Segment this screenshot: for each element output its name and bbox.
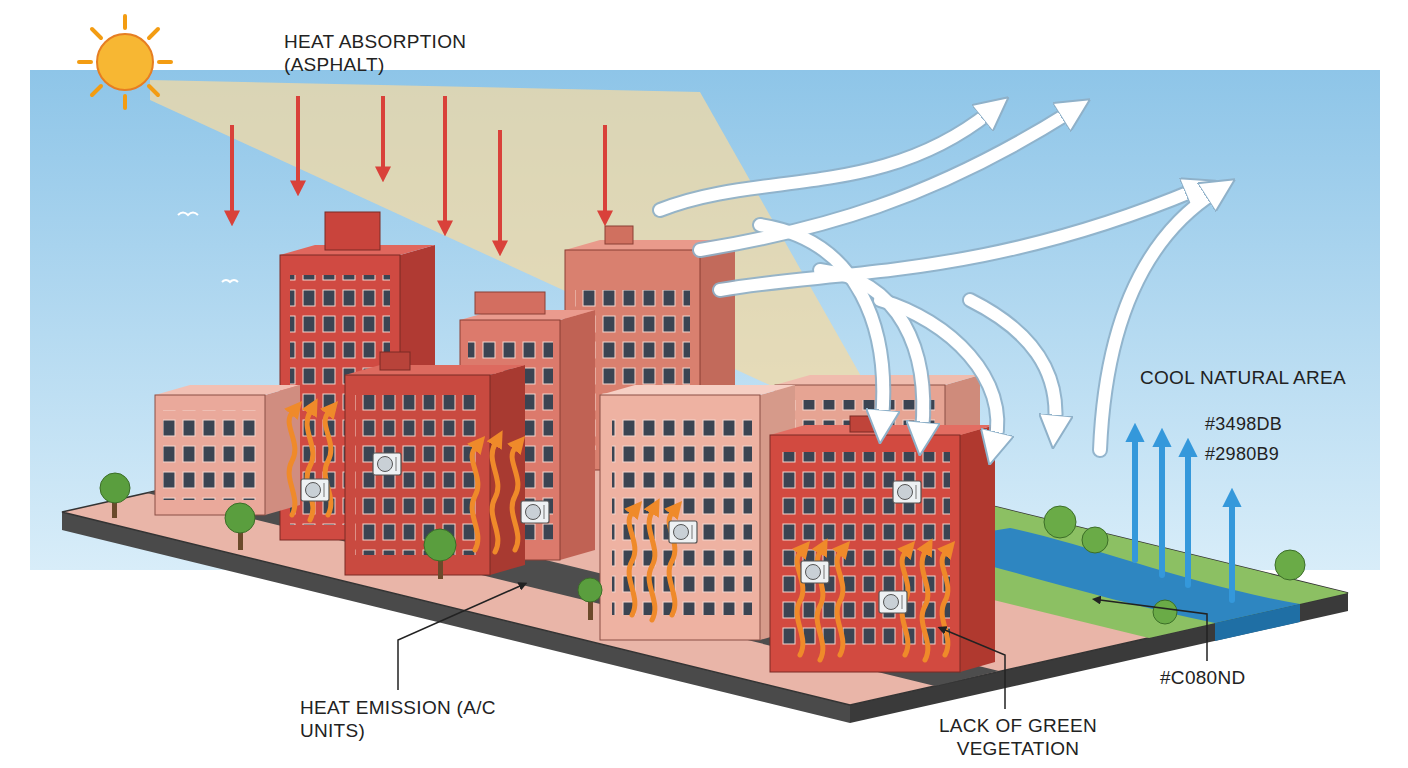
heat-wave bbox=[307, 412, 313, 520]
heat-arrow bbox=[603, 125, 607, 212]
leader-line bbox=[1100, 600, 1207, 661]
building-roof bbox=[600, 385, 795, 395]
ac-unit bbox=[893, 481, 921, 503]
bird bbox=[222, 280, 238, 282]
tree-crown bbox=[578, 578, 602, 602]
airflow-arrow bbox=[660, 112, 990, 210]
ac-unit bbox=[373, 453, 401, 475]
building bbox=[155, 395, 265, 515]
callout-label: #C080ND bbox=[1160, 666, 1246, 689]
leader-line bbox=[945, 630, 1005, 709]
rooftop-box bbox=[380, 352, 410, 370]
windows bbox=[163, 410, 258, 500]
sun-ray bbox=[149, 86, 158, 95]
airflow-outline bbox=[1100, 192, 1215, 450]
heat-wave bbox=[629, 513, 635, 615]
heat-arrow bbox=[230, 125, 234, 212]
cool-arrow bbox=[1229, 505, 1235, 600]
building-side bbox=[265, 385, 300, 515]
airflow-outline bbox=[660, 112, 990, 210]
sun-ray bbox=[92, 86, 101, 95]
tree bbox=[100, 473, 130, 518]
cool-arrow bbox=[1159, 445, 1165, 575]
rooftop-box bbox=[475, 292, 545, 314]
ac-unit bbox=[879, 591, 907, 613]
tree bbox=[578, 578, 602, 620]
sun-ray bbox=[159, 60, 171, 64]
tree bbox=[225, 503, 255, 550]
callout-label: #3498DB bbox=[1205, 414, 1282, 436]
bush bbox=[1275, 550, 1305, 580]
ground bbox=[62, 400, 1348, 705]
callout-label: LACK OF GREEN VEGETATION bbox=[918, 714, 1118, 760]
cool-arrow bbox=[1132, 440, 1138, 560]
callout-label: COOL NATURAL AREA bbox=[1140, 366, 1346, 389]
tree-crown bbox=[424, 529, 456, 561]
bush bbox=[1044, 506, 1076, 538]
heat-wave bbox=[492, 444, 498, 552]
bush bbox=[1082, 527, 1108, 553]
heat-wave bbox=[942, 553, 948, 655]
heat-arrow bbox=[443, 96, 447, 222]
sun-ray bbox=[149, 29, 158, 38]
airflow-arrow bbox=[1100, 192, 1215, 450]
cool-arrow bbox=[1185, 455, 1191, 585]
tree-crown bbox=[225, 503, 255, 533]
building bbox=[345, 375, 490, 575]
heat-wave bbox=[512, 448, 518, 550]
callout-label: HEAT EMISSION (A/C UNITS) bbox=[300, 696, 500, 742]
ac-unit bbox=[801, 561, 829, 583]
airflow-arrow bbox=[820, 270, 923, 432]
windows bbox=[355, 395, 480, 555]
building-side bbox=[960, 425, 995, 672]
ac-unit bbox=[301, 479, 329, 501]
airflow-outline bbox=[970, 300, 1056, 425]
airflow-outline bbox=[820, 270, 923, 432]
sun-ray bbox=[123, 96, 127, 108]
tree-crown bbox=[100, 473, 130, 503]
heat-arrow bbox=[381, 96, 385, 168]
building-roof bbox=[345, 365, 525, 375]
ac-unit bbox=[669, 521, 697, 543]
sun-ray bbox=[123, 16, 127, 28]
windows bbox=[612, 415, 752, 615]
heat-wave bbox=[289, 413, 295, 515]
airflow-arrow bbox=[880, 300, 997, 442]
sun-ray bbox=[92, 29, 101, 38]
building bbox=[600, 395, 760, 640]
callout-label: HEAT ABSORPTION (ASPHALT) bbox=[284, 30, 509, 76]
airflow-outline bbox=[760, 225, 883, 420]
river-edge bbox=[1215, 604, 1300, 641]
sun-ray bbox=[79, 60, 91, 64]
heat-wave bbox=[472, 448, 478, 550]
building-roof bbox=[155, 385, 300, 395]
building bbox=[770, 435, 960, 672]
leader-line bbox=[398, 586, 520, 690]
ac-unit bbox=[521, 501, 549, 523]
bird bbox=[178, 213, 198, 216]
airflow-arrow bbox=[720, 190, 1195, 290]
sun bbox=[97, 34, 153, 90]
building-side bbox=[560, 310, 595, 560]
airflow-arrow bbox=[760, 225, 883, 420]
tree bbox=[424, 529, 456, 579]
heat-arrow bbox=[296, 96, 300, 182]
heat-wave bbox=[649, 512, 655, 620]
building-side bbox=[490, 365, 525, 575]
airflow-arrow bbox=[970, 300, 1056, 425]
heat-arrow bbox=[498, 130, 502, 242]
airflow-arrow bbox=[700, 112, 1070, 250]
rooftop-box bbox=[605, 226, 633, 244]
heat-wave bbox=[837, 553, 843, 655]
callout-label: #2980B9 bbox=[1205, 444, 1279, 466]
bush bbox=[1153, 600, 1177, 624]
heat-wave bbox=[922, 552, 928, 660]
rooftop-box bbox=[325, 212, 380, 250]
